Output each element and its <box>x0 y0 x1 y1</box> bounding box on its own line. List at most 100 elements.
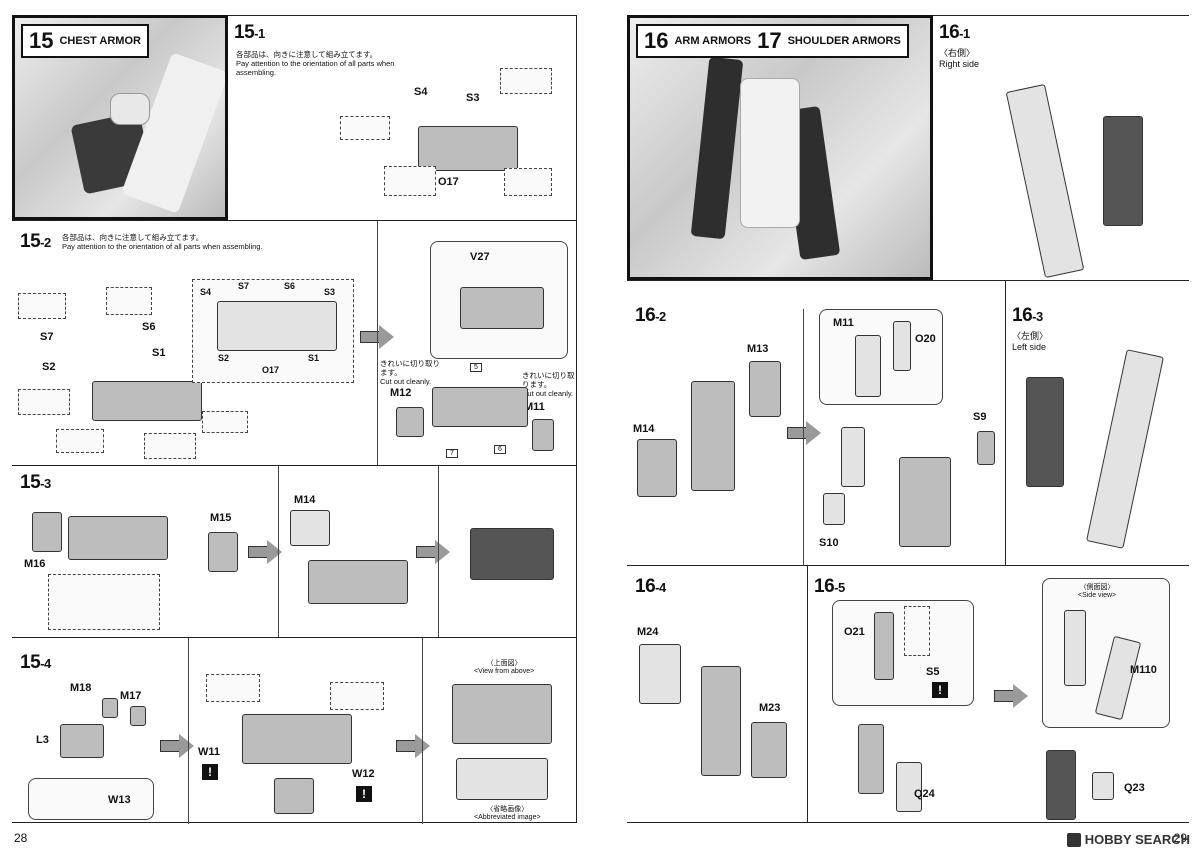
m14-part <box>290 510 330 546</box>
arm-assembly <box>899 457 951 547</box>
m11-part <box>855 335 881 397</box>
step-15-badge: 15 CHEST ARMOR <box>21 24 149 58</box>
step-15-3-title: 15-3 <box>20 472 51 493</box>
step-16-5-title: 16-5 <box>814 576 845 597</box>
final-arm <box>1046 750 1076 820</box>
step-label: CHEST ARMOR <box>59 35 141 47</box>
step-15-4-title: 15-4 <box>20 652 51 673</box>
abbrev-label: 〈省略画像〉 <Abbreviated image> <box>474 806 541 821</box>
caution-icon-right: ! <box>356 786 372 802</box>
part-detail-bottom-right <box>504 168 552 196</box>
part-detail-bottom-left <box>384 166 436 196</box>
part-detail-right <box>500 68 552 94</box>
w13-detail <box>28 778 154 820</box>
part-label-s5: S5 <box>926 666 940 678</box>
part-label-m15: M15 <box>210 512 232 524</box>
part-label-w12: W12 <box>352 768 375 780</box>
part-detail-right <box>202 411 248 433</box>
arm-armor <box>1103 116 1143 226</box>
m24-part <box>639 644 681 704</box>
next-arrow-2 <box>396 734 430 758</box>
photo-body <box>740 78 800 228</box>
s5-detail <box>904 606 930 656</box>
side-note: 〈右側〉 Right side <box>939 48 980 69</box>
part-label-q23: Q23 <box>1124 782 1145 794</box>
part-label-l3: L3 <box>36 734 49 746</box>
divider <box>377 221 378 466</box>
part-label-o17: O17 <box>438 176 459 188</box>
cut-note-left: きれいに切り取ります。 Cut out cleanly. <box>380 359 440 386</box>
part-label-o20: O20 <box>915 333 936 345</box>
divider <box>188 638 189 824</box>
part-label-m24: M24 <box>637 626 659 638</box>
next-arrow <box>787 421 821 445</box>
right-page: 16 ARM ARMORS 17 SHOULDER ARMORS 16-1 〈右… <box>627 15 1189 845</box>
left-page: 15 CHEST ARMOR 15-1 各部品は、向きに注意して組み立てます。 … <box>12 15 577 845</box>
arm-base <box>701 666 741 776</box>
part-detail-s6 <box>106 287 152 315</box>
part-label-w13: W13 <box>108 794 131 806</box>
part-label-m14: M14 <box>294 494 316 506</box>
m11-placed <box>841 427 865 487</box>
m11-part <box>532 419 554 451</box>
part-label-s7: S7 <box>40 331 54 343</box>
chest-assembly <box>92 381 202 421</box>
step-15-3: 15-3 M15 M16 M14 <box>12 465 577 638</box>
m14-part <box>637 439 677 497</box>
divider <box>803 309 804 566</box>
part-label-s6: S6 <box>142 321 156 333</box>
step-16-number: 16 <box>644 28 669 53</box>
step-16-4-title: 16-4 <box>635 576 666 597</box>
next-arrow <box>160 734 194 758</box>
page-number-right: 29 <box>1173 831 1187 845</box>
caution-icon: ! <box>932 682 948 698</box>
chest-part <box>418 126 518 171</box>
s9-part <box>977 431 995 465</box>
caution-icon-left: ! <box>202 764 218 780</box>
m15-part <box>208 532 238 572</box>
shoulder-armor <box>1005 83 1085 279</box>
ref-s2: S2 <box>218 353 230 363</box>
armor-assembly <box>242 714 352 764</box>
ref-chest <box>217 301 337 351</box>
part-detail-s7 <box>18 293 66 319</box>
next-arrow-2 <box>416 540 450 564</box>
top-view-label: 〈上面図〉 <View from above> <box>474 660 535 675</box>
assembly-2 <box>308 560 408 604</box>
next-arrow <box>994 684 1028 708</box>
detail-inset <box>48 574 160 630</box>
side-note: 〈左側〉 Left side <box>1012 331 1049 352</box>
detail-inset-right <box>330 682 384 710</box>
part-label-m23: M23 <box>759 702 781 714</box>
part-label-m17: M17 <box>120 690 142 702</box>
m18-part <box>102 698 118 718</box>
part-label-s10: S10 <box>819 537 839 549</box>
page-number-left: 28 <box>14 831 28 845</box>
m17-part <box>130 706 146 726</box>
chest-assembly <box>68 516 168 560</box>
part-label-m110: M110 <box>1130 664 1157 676</box>
ref-s4: S4 <box>200 287 212 297</box>
divider <box>278 466 279 638</box>
part-label-o21: O21 <box>844 626 865 638</box>
step-16-2: 16-2 M13 M14 M11 O20 S9 S10 <box>627 280 1005 566</box>
detail-inset-left <box>206 674 260 702</box>
part-detail-left <box>340 116 390 140</box>
step-16-label: ARM ARMORS <box>674 35 752 47</box>
part-label-s1: S1 <box>152 347 166 359</box>
divider-2 <box>438 466 439 638</box>
part-label-s9: S9 <box>973 411 987 423</box>
part-label-m12: M12 <box>390 387 412 399</box>
part-detail-bottom-2 <box>144 433 196 459</box>
watermark-text: HOBBY SEARCH <box>1084 832 1190 847</box>
part-label-m11: M11 <box>524 401 545 413</box>
final-assembly <box>470 528 554 580</box>
part-label-v27: V27 <box>470 251 490 263</box>
assembly-main <box>432 387 528 427</box>
ref-5: 5 <box>470 363 482 372</box>
o21-detail <box>832 600 974 706</box>
bottom-part <box>274 778 314 814</box>
step-17-number: 17 <box>757 28 782 53</box>
side-view-part-a <box>1064 610 1086 686</box>
watermark: HOBBY SEARCH <box>1066 832 1190 847</box>
